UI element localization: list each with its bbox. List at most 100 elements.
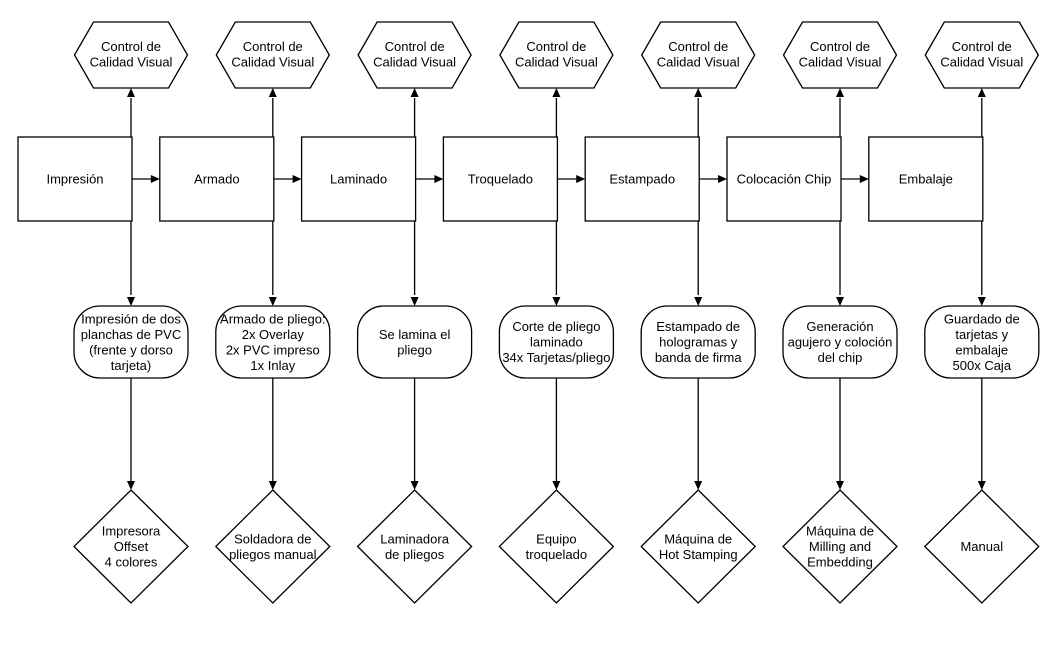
process-box — [726, 136, 842, 222]
machine-label-line: 4 colores — [105, 555, 158, 570]
machine-diamond — [356, 489, 473, 604]
step-description-line: laminado — [530, 335, 583, 350]
step-description-line: agujero y coloción — [788, 335, 893, 350]
connector-layer — [127, 88, 986, 490]
machine-label-line: Impresora — [102, 524, 161, 539]
arrowhead-down — [268, 297, 277, 306]
quality-control-label-line: Calidad Visual — [657, 54, 740, 69]
machine-diamond — [782, 489, 898, 604]
arrowhead-down — [410, 481, 419, 490]
process-box — [17, 136, 133, 222]
arrowhead-right — [576, 175, 586, 183]
arrowhead-up — [977, 88, 986, 97]
arrowhead-up — [127, 88, 135, 97]
machine-diamond — [73, 489, 189, 604]
step-description-line: Generación — [806, 319, 873, 334]
quality-control-label-line: Control de — [101, 39, 161, 54]
step-description-line: Impresión de dos — [81, 311, 181, 326]
process-label-line: Impresión — [46, 172, 103, 187]
quality-control-hexagon — [782, 21, 898, 89]
arrowhead-down — [552, 297, 561, 306]
quality-control-hexagon — [215, 21, 331, 89]
step-description-line: 2x PVC impreso — [226, 342, 320, 357]
arrowhead-up — [836, 88, 844, 97]
step-description-line: (frente y dorso — [89, 342, 173, 357]
step-description-line: del chip — [818, 350, 863, 365]
step-description-line: 500x Caja — [953, 358, 1012, 373]
step-description-box — [924, 305, 1040, 379]
arrowhead-right — [292, 175, 302, 183]
arrowhead-down — [836, 481, 844, 490]
arrowhead-down — [836, 297, 844, 306]
machine-diamond — [640, 489, 757, 604]
arrowhead-right — [434, 175, 444, 183]
step-description-line: banda de firma — [655, 350, 742, 365]
step-description-line: tarjeta) — [111, 358, 151, 373]
step-description-line: Armado de pliego: — [220, 311, 326, 326]
machine-label-line: Embedding — [807, 555, 873, 570]
step-description-line: pliego — [397, 342, 432, 357]
machine-label-line: Laminadora — [380, 531, 449, 546]
step-description-box — [498, 305, 615, 379]
arrowhead-right — [859, 175, 869, 183]
step-description-box — [782, 305, 898, 379]
machine-diamond — [923, 489, 1040, 604]
step-description-line: Se lamina el — [379, 327, 451, 342]
process-label-line: Colocación Chip — [737, 172, 832, 187]
process-box — [868, 136, 984, 222]
arrowhead-up — [552, 88, 561, 97]
machine-diamond — [498, 489, 615, 604]
quality-control-label-line: Control de — [385, 39, 445, 54]
quality-control-label-line: Calidad Visual — [373, 54, 456, 69]
process-box — [442, 136, 559, 222]
process-label-line: Estampado — [609, 172, 675, 187]
quality-control-label-line: Calidad Visual — [231, 54, 314, 69]
machine-label-line: troquelado — [526, 547, 587, 562]
process-box — [300, 136, 417, 222]
quality-control-label-line: Calidad Visual — [515, 54, 598, 69]
arrowhead-down — [977, 297, 986, 306]
step-description-line: 1x Inlay — [250, 358, 295, 373]
machine-diamond — [214, 489, 331, 604]
arrowhead-up — [268, 88, 277, 97]
step-description-line: planchas de PVC — [81, 327, 181, 342]
step-description-line: 2x Overlay — [242, 327, 305, 342]
step-description-box — [215, 305, 331, 379]
step-description-line: embalaje — [955, 342, 1008, 357]
step-description-box — [356, 305, 473, 379]
arrowhead-down — [694, 481, 703, 490]
quality-control-label-line: Calidad Visual — [940, 54, 1023, 69]
arrowhead-right — [150, 175, 160, 183]
machine-label-line: Manual — [960, 539, 1003, 554]
quality-control-hexagon — [924, 21, 1040, 89]
machine-label-line: Máquina de — [806, 524, 874, 539]
step-description-line: tarjetas y — [955, 327, 1008, 342]
arrowhead-down — [977, 481, 986, 490]
step-description-line: Estampado de — [656, 319, 740, 334]
arrowhead-down — [127, 481, 135, 490]
quality-control-hexagon — [357, 21, 472, 89]
machine-label-line: de pliegos — [385, 547, 445, 562]
step-description-box — [73, 305, 189, 379]
quality-control-hexagon — [640, 21, 756, 89]
step-description-line: 34x Tarjetas/pliego — [502, 350, 610, 365]
machine-label-line: Milling and — [809, 539, 871, 554]
quality-control-hexagon — [73, 21, 189, 89]
step-description-line: Guardado de — [944, 311, 1020, 326]
arrowhead-up — [410, 88, 419, 97]
quality-control-hexagon — [499, 21, 614, 89]
machine-label-line: Hot Stamping — [659, 547, 738, 562]
arrowhead-down — [410, 297, 419, 306]
quality-control-label-line: Control de — [526, 39, 586, 54]
process-label-line: Armado — [194, 172, 240, 187]
process-box — [584, 136, 700, 222]
machine-label-line: Equipo — [536, 531, 576, 546]
process-label-line: Embalaje — [899, 172, 953, 187]
